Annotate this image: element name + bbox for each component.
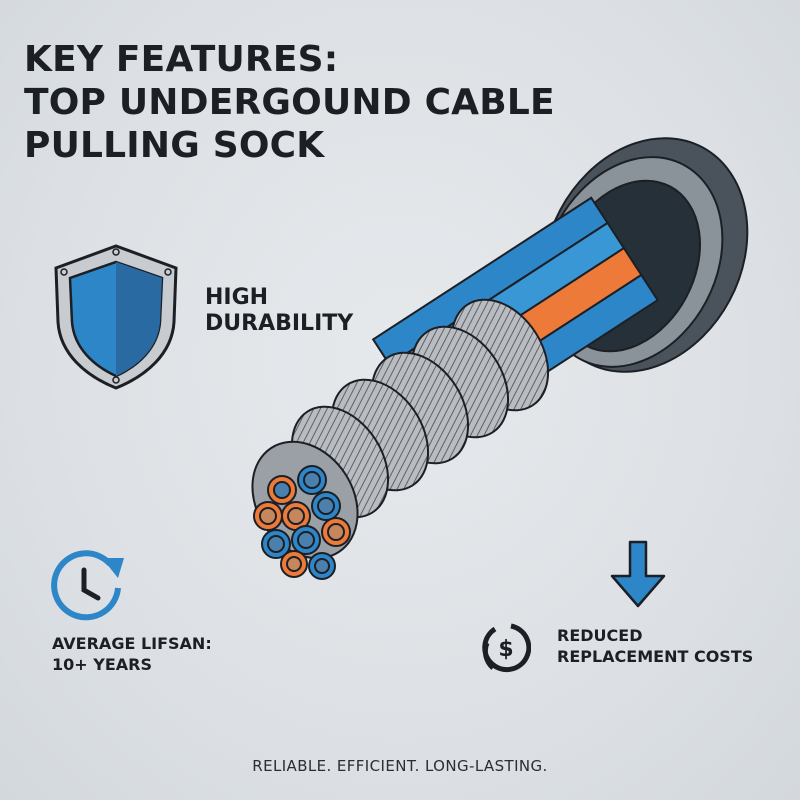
cost-label: REDUCED REPLACEMENT COSTS (557, 625, 753, 667)
lifespan-label: AVERAGE LIFSAN: 10+ YEARS (52, 633, 212, 675)
arrow-down-icon (610, 540, 666, 608)
lifespan-line-1: AVERAGE LIFSAN: (52, 634, 212, 653)
title-line-3: PULLING SOCK (24, 125, 325, 166)
dollar-circle-icon: $ (482, 623, 531, 673)
svg-text:$: $ (498, 637, 513, 662)
page-title: KEY FEATURES: TOP UNDERGOUND CABLE PULLI… (24, 38, 555, 167)
durability-line-2: DURABILITY (205, 311, 354, 336)
tagline: RELIABLE. EFFICIENT. LONG-LASTING. (252, 757, 548, 775)
durability-label: HIGH DURABILITY (205, 285, 353, 337)
shield-icon (54, 244, 178, 390)
durability-line-1: HIGH (205, 285, 269, 310)
title-line-2: TOP UNDERGOUND CABLE (24, 82, 555, 123)
clock-refresh-icon (51, 550, 124, 621)
cost-line-2: REPLACEMENT COSTS (557, 647, 754, 666)
lifespan-line-2: 10+ YEARS (52, 655, 152, 674)
title-line-1: KEY FEATURES: (24, 39, 339, 80)
cost-line-1: REDUCED (557, 626, 643, 645)
